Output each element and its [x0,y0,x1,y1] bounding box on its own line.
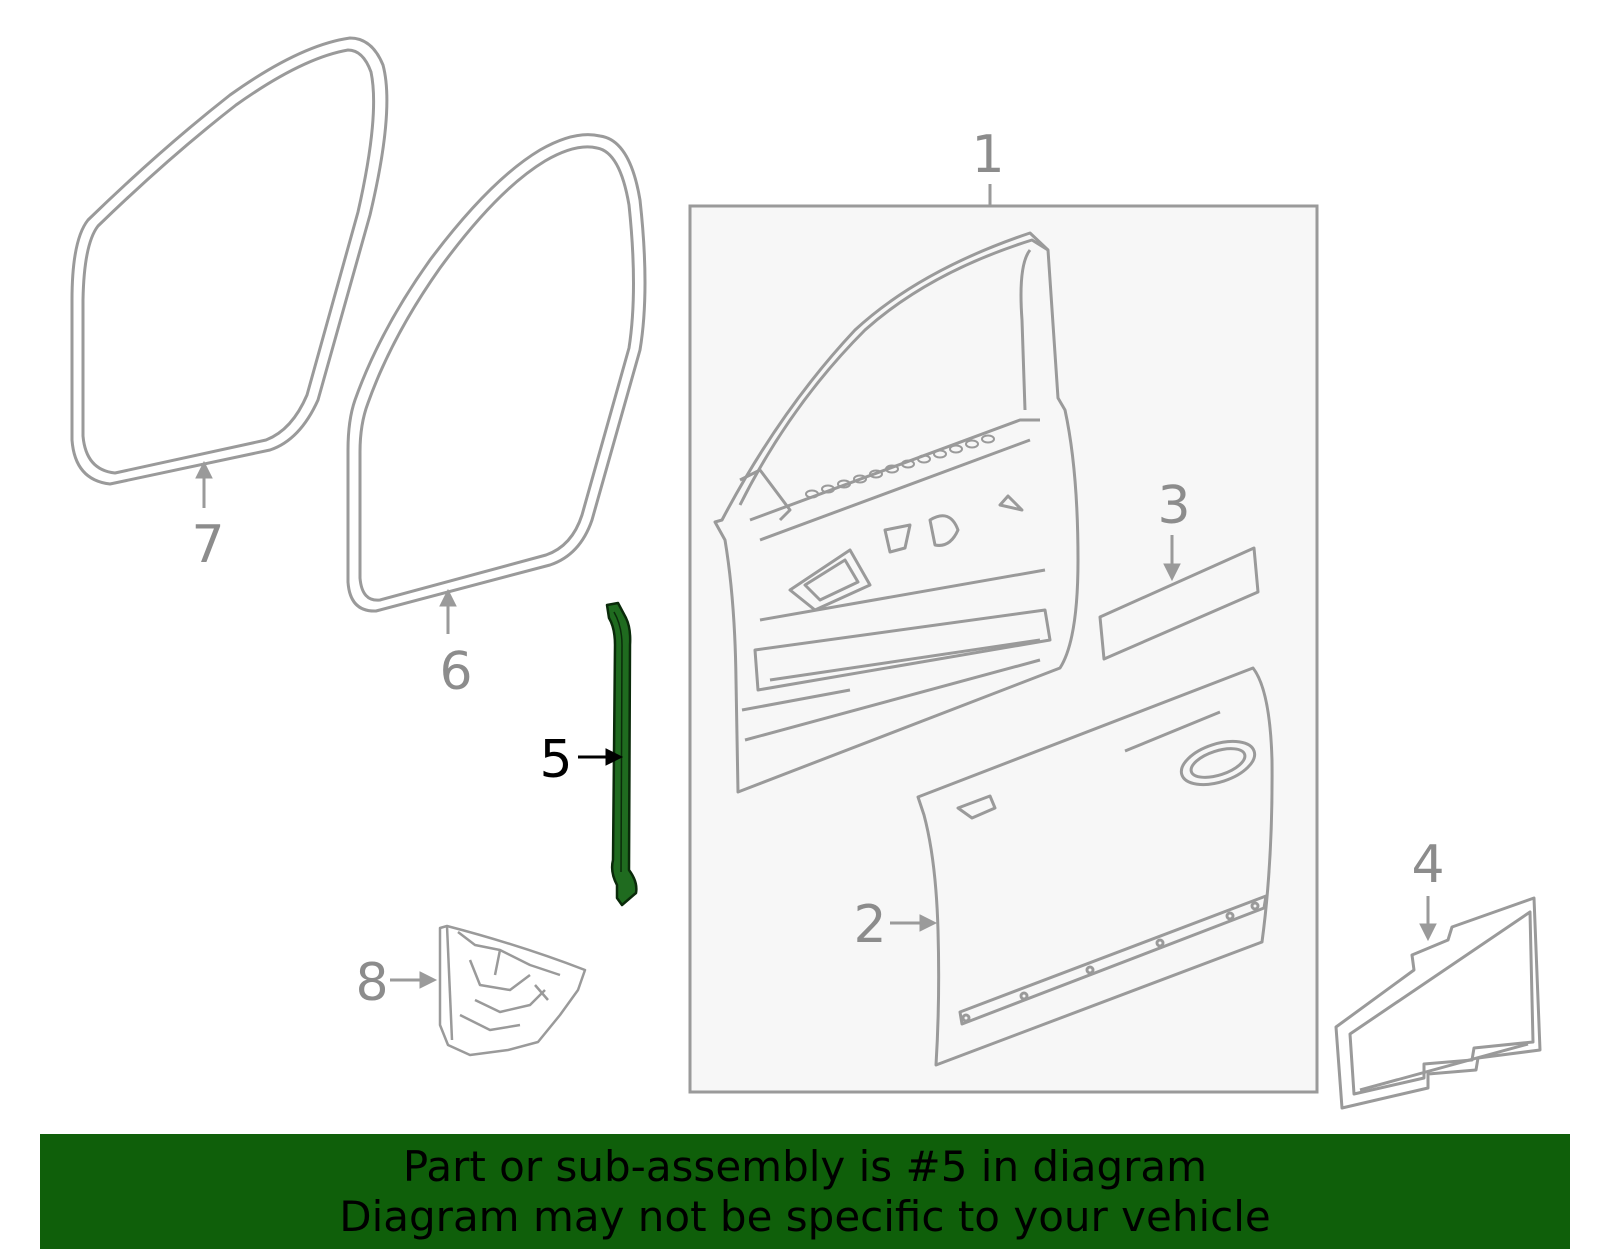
part-8-bracket[interactable] [438,924,587,1057]
callout-7: 7 [191,515,224,575]
banner-line-part-number: Part or sub-assembly is #5 in diagram [402,1142,1208,1191]
part-6-weatherstrip-inner[interactable] [346,133,647,613]
arrow-5 [578,748,624,766]
part-3-strip[interactable] [1098,546,1260,661]
arrow-3 [1163,535,1181,582]
part-7-weatherstrip-outer[interactable] [70,36,389,486]
callout-3: 3 [1157,476,1190,536]
info-banner: Part or sub-assembly is #5 in diagram Di… [40,1134,1570,1249]
banner-line-disclaimer: Diagram may not be specific to your vehi… [339,1192,1271,1241]
part-2-outer-panel[interactable] [916,666,1274,1067]
callout-6: 6 [439,642,472,702]
arrow-4 [1419,896,1437,942]
arrow-2 [890,914,938,932]
callout-1: 1 [971,125,1004,185]
arrow-8 [390,971,438,989]
callout-5: 5 [539,730,572,790]
arrow-7 [195,460,213,508]
part-5-seal-highlighted[interactable] [605,601,638,907]
callout-2: 2 [853,895,886,955]
part-1-vent-slots [805,434,995,499]
part-4-shield[interactable] [1334,896,1542,1110]
callout-8: 8 [355,953,388,1013]
callout-4: 4 [1411,835,1444,895]
arrow-6 [439,588,457,634]
